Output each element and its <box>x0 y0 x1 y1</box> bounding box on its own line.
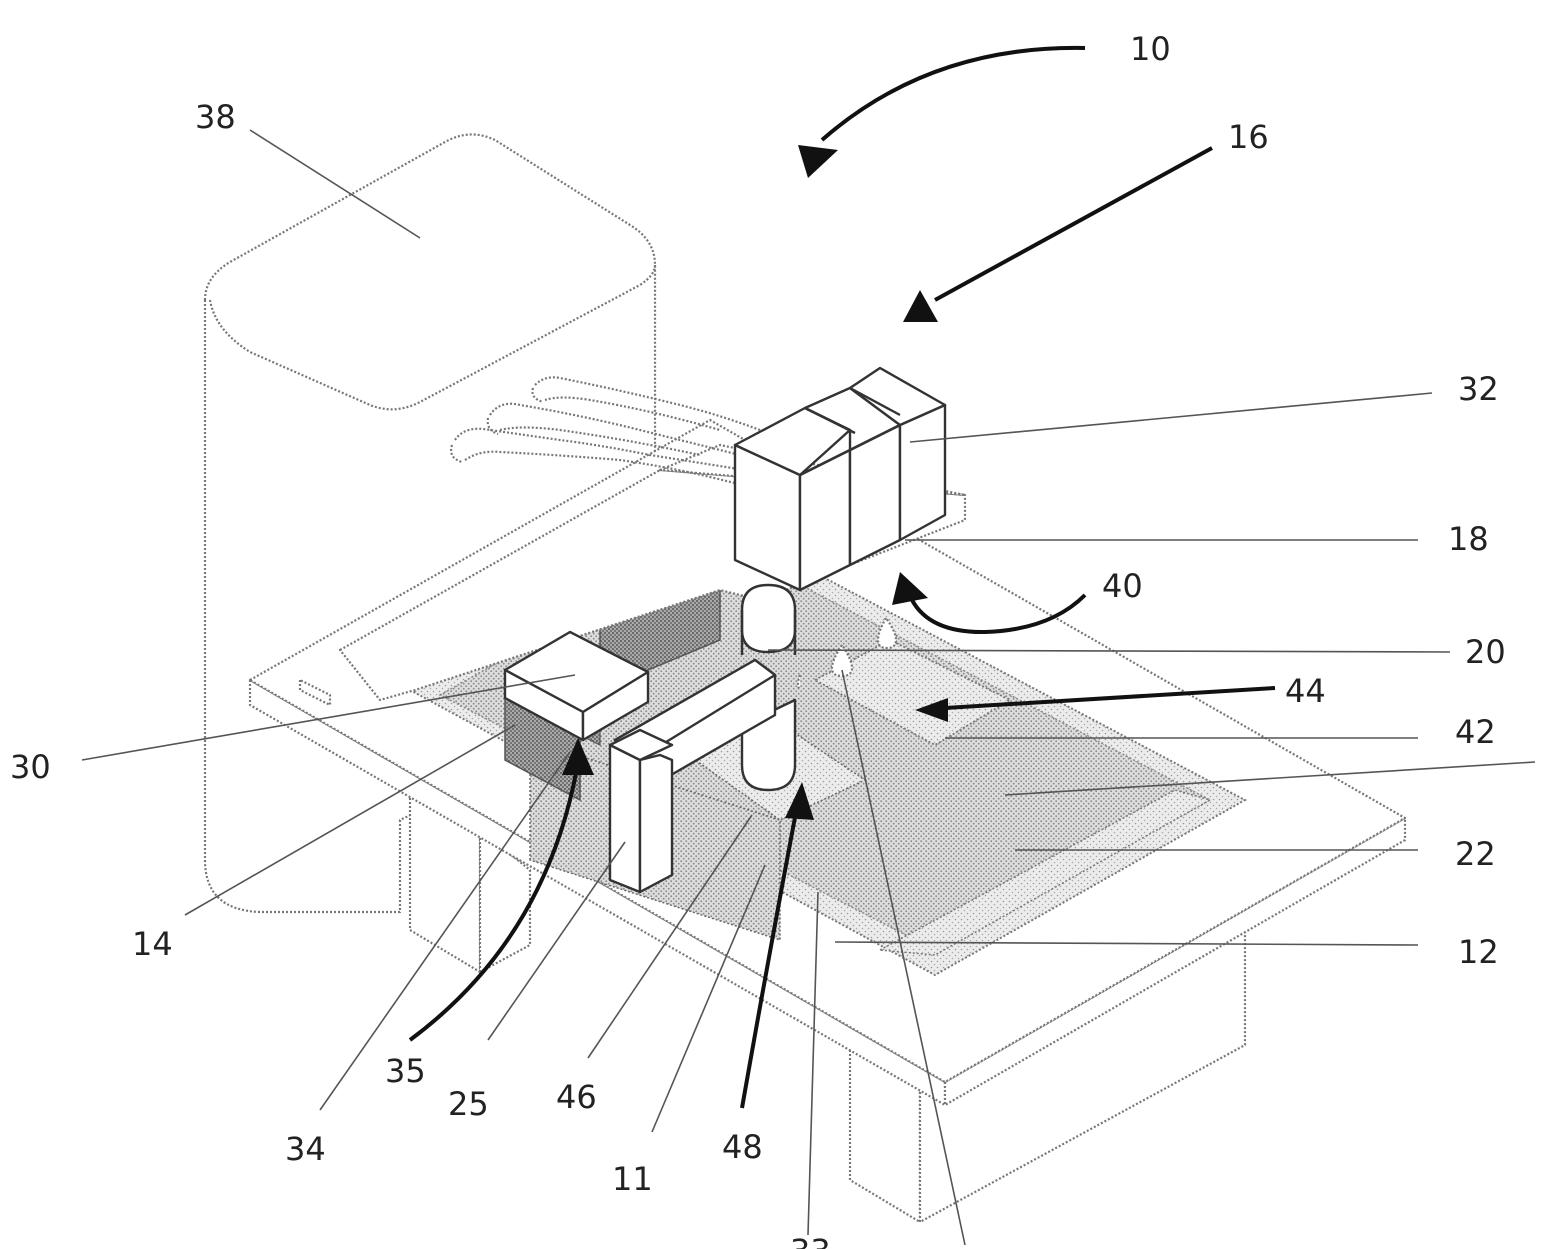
label-32: 32 <box>1458 370 1499 408</box>
label-48: 48 <box>722 1128 763 1166</box>
label-10: 10 <box>1130 30 1171 68</box>
label-33: 33 <box>790 1232 831 1249</box>
region-42 <box>813 638 1012 747</box>
print-head-32 <box>733 366 947 592</box>
label-20: 20 <box>1465 633 1506 671</box>
label-44: 44 <box>1285 672 1326 710</box>
label-46: 46 <box>556 1078 597 1116</box>
leader-lines <box>81 129 1536 1246</box>
label-16: 16 <box>1228 118 1269 156</box>
recoater-30 <box>503 630 650 742</box>
label-38: 38 <box>195 98 236 136</box>
hoses <box>450 376 761 492</box>
label-30: 30 <box>10 748 51 786</box>
label-40: 40 <box>1102 567 1143 605</box>
label-25: 25 <box>448 1085 489 1123</box>
arrows <box>408 45 1276 1109</box>
reference-labels: 10 38 16 32 18 40 20 44 42 30 22 12 14 3… <box>10 30 1506 1249</box>
label-11: 11 <box>612 1160 653 1198</box>
arm-25 <box>608 658 777 894</box>
droplets <box>796 616 898 691</box>
label-22: 22 <box>1455 835 1496 873</box>
label-35: 35 <box>385 1052 426 1090</box>
label-12: 12 <box>1458 933 1499 971</box>
label-18: 18 <box>1448 520 1489 558</box>
label-14: 14 <box>132 925 173 963</box>
label-42: 42 <box>1455 713 1496 751</box>
label-34: 34 <box>285 1130 326 1168</box>
